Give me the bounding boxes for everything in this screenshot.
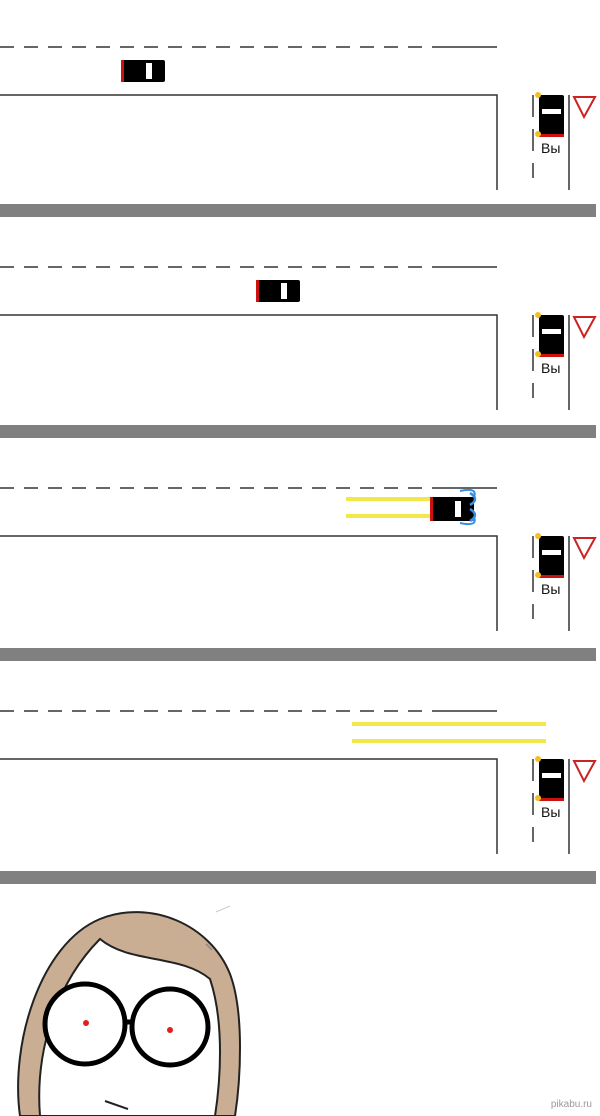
oncoming-car (256, 280, 300, 302)
yield-sign-icon (572, 96, 597, 120)
eye-pupil-icon (83, 1020, 89, 1026)
you-label: Вы (541, 140, 561, 156)
road-edge (0, 94, 498, 190)
yield-sign-icon (572, 760, 597, 784)
turn-signal-icon (535, 312, 541, 318)
comic-panel-1: Вы (0, 0, 600, 203)
panel-separator (0, 871, 596, 884)
comic-panel-4: Вы (0, 664, 600, 867)
turn-signal-icon (535, 351, 541, 357)
you-label: Вы (541, 804, 561, 820)
turn-signal-icon (535, 572, 541, 578)
road-scene (0, 266, 597, 410)
yield-sign-icon (572, 537, 597, 561)
road-scene (0, 710, 597, 854)
skid-marks (346, 497, 430, 518)
your-car (535, 533, 564, 578)
panel-separator (0, 204, 596, 217)
panel-separator (0, 425, 596, 438)
turn-signal-icon (535, 795, 541, 801)
turn-signal-icon (535, 131, 541, 137)
your-car (535, 312, 564, 357)
turn-signal-icon (535, 756, 541, 762)
watermark: pikabu.ru (550, 1099, 592, 1110)
oncoming-car (121, 60, 165, 82)
road-edge (0, 535, 498, 631)
eye-pupil-icon (167, 1027, 173, 1033)
shocked-face-drawing (17, 905, 241, 1116)
comic-panel-3: Вы (0, 441, 600, 644)
you-label: Вы (541, 581, 561, 597)
mouth-icon (104, 1100, 129, 1110)
skid-marks (352, 722, 546, 743)
yield-sign-icon (572, 316, 597, 340)
road-scene (0, 46, 597, 190)
reaction-panel: pikabu.ru (0, 884, 600, 1116)
your-car (535, 756, 564, 801)
comic-panel-2: Вы (0, 220, 600, 423)
tire-smoke-icon (459, 488, 477, 526)
turn-signal-icon (535, 533, 541, 539)
turn-signal-icon (535, 92, 541, 98)
road-edge (0, 758, 498, 854)
you-label: Вы (541, 360, 561, 376)
road-edge (0, 314, 498, 410)
road-scene (0, 487, 597, 631)
oncoming-car (430, 497, 474, 521)
your-car (535, 92, 564, 137)
panel-separator (0, 648, 596, 661)
